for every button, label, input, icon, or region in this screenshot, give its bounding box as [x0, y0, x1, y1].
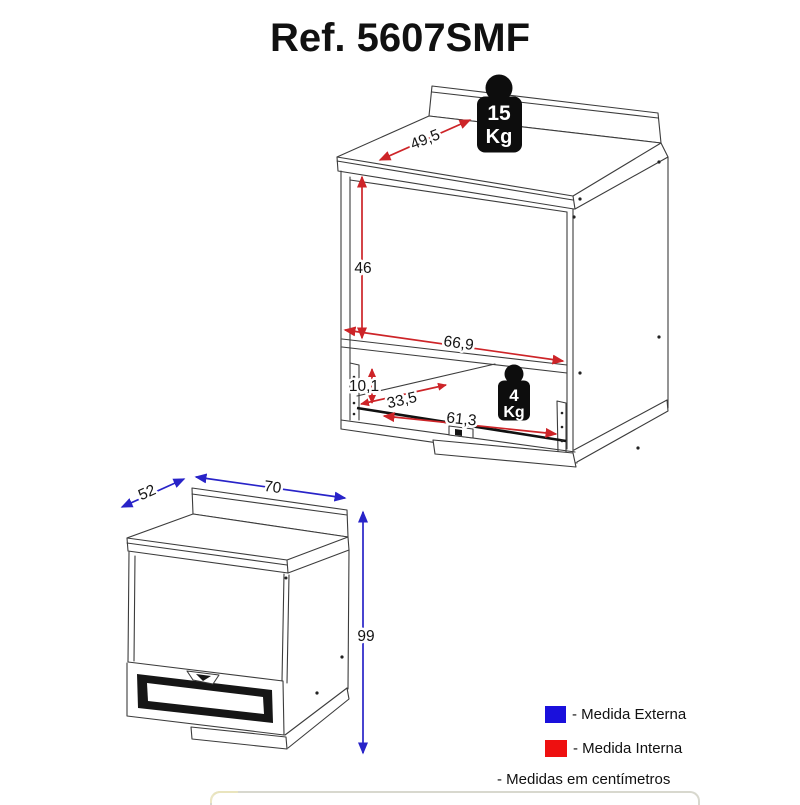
open-flap-panel — [432, 439, 577, 468]
watermark-strip-tint — [210, 791, 238, 803]
back-right-edge — [347, 549, 350, 690]
dim-height-label: 99 — [357, 628, 374, 645]
legend-internal-label: - Medida Interna — [573, 740, 683, 757]
red-square-icon — [545, 740, 567, 757]
cabinet-external-view: 52 70 99 — [120, 473, 377, 755]
external-color-swatch — [545, 706, 566, 723]
watermark-strip — [210, 791, 700, 805]
weight-top-unit: Kg — [486, 126, 513, 148]
legend-external-label: - Medida Externa — [572, 706, 687, 723]
weight-icon-body — [498, 380, 530, 421]
flap-handle-notch — [455, 429, 462, 436]
dim-cavity-width-arrow — [343, 326, 565, 365]
side-panel-bottom-slant — [284, 687, 350, 749]
cabinet-internal-view: 15 Kg 4 Kg 49,5 46 66,9 10,1 33,5 61,3 — [336, 74, 669, 468]
backsplash-edge-line — [431, 91, 659, 119]
blue-square-icon — [545, 706, 566, 723]
flap-box-outline — [126, 661, 285, 736]
side-panel-bottom-slant — [573, 399, 669, 463]
weight-icon — [504, 364, 524, 384]
dim-cavity-height-label: 46 — [354, 260, 371, 277]
assembly-hole-dots — [284, 576, 344, 695]
front-right-edges — [281, 573, 290, 684]
weight-top-value: 15 — [487, 102, 511, 125]
interior-ceiling-edge — [349, 179, 568, 213]
flap-frame-inner — [147, 683, 264, 714]
weight-niche-value: 4 — [509, 386, 519, 405]
dim-niche-depth-arrow — [360, 382, 447, 407]
dim-niche-width-label: 61,3 — [446, 409, 478, 429]
dim-depth-arrow — [120, 478, 186, 508]
countertop-right-band — [574, 142, 669, 210]
legend-external-row: - Medida Externa — [545, 706, 686, 723]
drawer-right-end — [556, 400, 567, 455]
weight-icon — [485, 74, 513, 102]
internal-color-swatch — [545, 740, 567, 757]
weight-icon-body — [477, 96, 522, 153]
dim-niche-depth-label: 33,5 — [385, 389, 418, 412]
legend-internal-row: - Medida Interna — [545, 740, 682, 757]
dim-top-depth-arrow — [378, 119, 472, 161]
assembly-hole-dots — [352, 160, 661, 450]
countertop-front-band — [336, 156, 576, 210]
legend-units-note: - Medidas em centímetros — [497, 771, 671, 788]
countertop-right-band — [287, 536, 350, 574]
weight-niche-unit: Kg — [503, 404, 524, 421]
flap-handle-notch — [196, 674, 211, 681]
front-right-edges — [566, 208, 574, 453]
weight-badge-niche: 4 Kg — [498, 364, 530, 421]
weight-badge-top: 15 Kg — [477, 74, 522, 153]
countertop-front-band — [126, 537, 289, 574]
left-side-edges — [340, 170, 351, 430]
bottom-offset-panel — [190, 726, 288, 750]
dim-niche-height-label: 10,1 — [349, 378, 379, 395]
dim-width-label: 70 — [263, 478, 283, 497]
dim-niche-width-arrow — [382, 412, 558, 438]
dim-width-arrow — [194, 473, 347, 502]
dim-depth-label: 52 — [136, 482, 159, 505]
left-side-edges — [127, 551, 136, 663]
page-title: Ref. 5607SMF — [269, 16, 531, 60]
